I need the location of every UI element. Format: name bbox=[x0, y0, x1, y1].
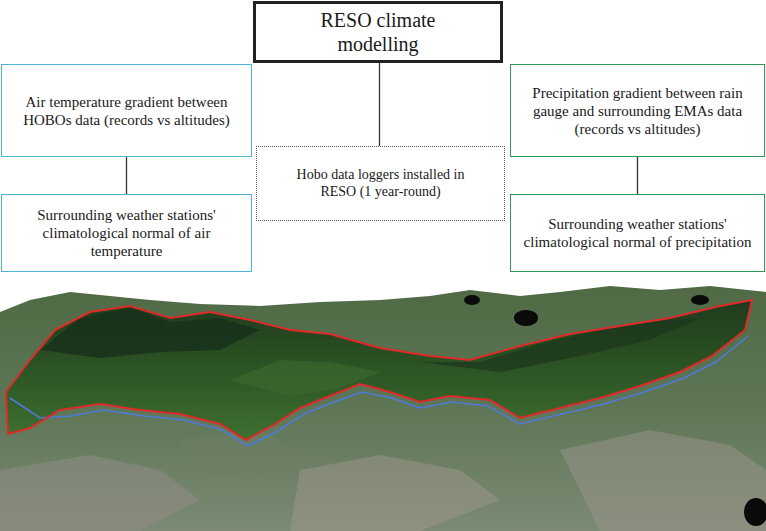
connector-line bbox=[379, 63, 380, 146]
farmland-patch bbox=[0, 455, 200, 531]
data-box: Hobo data loggers installed in RESO (1 y… bbox=[256, 146, 505, 221]
box-text: RESO climate modelling bbox=[256, 8, 500, 56]
process-box: Precipitation gradient between rain gaug… bbox=[510, 64, 765, 157]
boundary-blue bbox=[10, 336, 748, 446]
lake bbox=[744, 498, 766, 526]
lake bbox=[464, 295, 480, 305]
box-text: Surrounding weather stations' climatolog… bbox=[2, 206, 251, 260]
mountain-ridge bbox=[420, 318, 700, 372]
lake bbox=[691, 295, 709, 305]
box-text: Air temperature gradient between HOBOs d… bbox=[2, 93, 251, 129]
lake bbox=[514, 310, 538, 326]
boundary-red bbox=[6, 300, 752, 440]
terrain-ground bbox=[0, 286, 766, 531]
farmland-patch bbox=[560, 430, 766, 531]
process-box: Surrounding weather stations' climatolog… bbox=[1, 194, 252, 272]
connector-line bbox=[126, 157, 127, 194]
box-text: Surrounding weather stations' climatolog… bbox=[511, 215, 764, 251]
box-text: Precipitation gradient between rain gaug… bbox=[511, 84, 764, 138]
farmland-patch bbox=[290, 455, 500, 531]
main-box: RESO climate modelling bbox=[253, 1, 503, 63]
process-box: Air temperature gradient between HOBOs d… bbox=[1, 64, 252, 157]
box-text: Hobo data loggers installed in RESO (1 y… bbox=[257, 167, 504, 201]
process-box: Surrounding weather stations' climatolog… bbox=[510, 194, 765, 272]
connector-line bbox=[637, 157, 638, 194]
farmland-patch bbox=[180, 430, 300, 480]
forest-massif bbox=[6, 300, 752, 440]
mountain-ridge bbox=[230, 360, 380, 396]
